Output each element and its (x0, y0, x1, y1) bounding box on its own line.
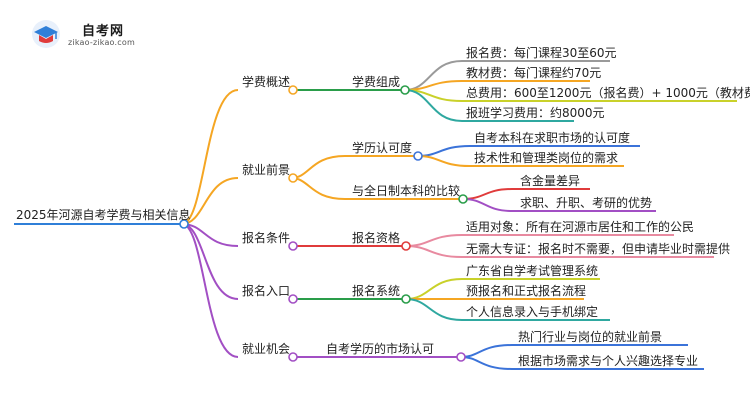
b3-node-dot (288, 241, 298, 251)
leaf-fee-registration[interactable]: 报名费：每门课程30至60元 (466, 45, 617, 60)
labels: 2025年河源自考学费与相关信息 学费概述 就业前景 报名条件 报名入口 就业机… (16, 45, 750, 368)
leaf-req-diploma[interactable]: 无需大专证：报名时不需要，但申请毕业时需提供 (466, 241, 730, 256)
leaf-recognition-demand[interactable]: 技术性和管理类岗位的需求 (474, 150, 618, 165)
leaf-recognition-market[interactable]: 自考本科在求职市场的认可度 (474, 130, 630, 145)
node-fee-composition[interactable]: 学费组成 (352, 74, 400, 89)
branch-label-employment-outlook[interactable]: 就业前景 (242, 162, 290, 177)
branch-label-fee-overview[interactable]: 学费概述 (242, 74, 290, 89)
connector-cmp-leaf2 (462, 198, 656, 212)
leaf-fee-class[interactable]: 报班学习费用：约8000元 (466, 105, 605, 120)
connector-root-b2 (181, 177, 239, 225)
connector-req-leaf2 (405, 245, 714, 258)
b5-node-dot (288, 352, 298, 362)
connector-study-leaf2 (417, 155, 624, 167)
req-node-dot (401, 241, 411, 251)
connectors (14, 60, 737, 370)
leaf-sys-binding[interactable]: 个人信息录入与手机绑定 (466, 304, 598, 319)
root-label[interactable]: 2025年河源自考学费与相关信息 (16, 207, 191, 222)
node-fulltime-compare[interactable]: 与全日制本科的比较 (352, 183, 460, 198)
leaf-fee-textbook[interactable]: 教材费：每门课程约70元 (466, 65, 601, 80)
branch-label-requirements[interactable]: 报名条件 (242, 230, 290, 245)
node-market-recognition[interactable]: 自考学历的市场认可 (326, 341, 434, 356)
mkt-node-dot (456, 352, 466, 362)
leaf-sys-process[interactable]: 预报名和正式报名流程 (466, 283, 586, 298)
graduation-cap-logo-icon (32, 20, 60, 48)
study-node-dot (413, 151, 423, 161)
leaf-compare-advantage[interactable]: 求职、升职、考研的优势 (520, 195, 652, 210)
connector-root-b1 (181, 89, 239, 225)
connector-b2-c1 (290, 155, 415, 179)
connector-fee-leaf4 (404, 89, 574, 122)
logo-url: zikao-zikao.com (68, 38, 135, 47)
connector-root-b4 (181, 223, 239, 300)
logo-title: 自考网 (82, 24, 125, 39)
node-eligibility[interactable]: 报名资格 (352, 230, 400, 245)
leaf-fee-total[interactable]: 总费用：600至1200元（报名费）+ 1000元（教材费） (466, 85, 750, 100)
root-node-dot (179, 219, 189, 229)
node-reg-system[interactable]: 报名系统 (352, 283, 400, 298)
branch-label-opportunities[interactable]: 就业机会 (242, 342, 290, 356)
b2-node-dot (288, 173, 298, 183)
connector-sys-leaf3 (405, 298, 610, 321)
connector-root-b5 (181, 223, 239, 358)
fee-node-dot (400, 85, 410, 95)
leaf-req-target[interactable]: 适用对象：所有在河源市居住和工作的公民 (466, 219, 694, 234)
node-dots (179, 85, 468, 362)
leaf-mkt-major[interactable]: 根据市场需求与个人兴趣选择专业 (518, 353, 698, 368)
b1-node-dot (288, 85, 298, 95)
leaf-compare-value[interactable]: 含金量差异 (520, 173, 580, 188)
leaf-mkt-industries[interactable]: 热门行业与岗位的就业前景 (518, 329, 662, 344)
b4-node-dot (288, 294, 298, 304)
node-degree-recognition[interactable]: 学历认可度 (352, 140, 412, 155)
sys-node-dot (401, 294, 411, 304)
site-logo[interactable]: 自考网 zikao-zikao.com (30, 18, 150, 52)
branch-label-entry[interactable]: 报名入口 (242, 283, 290, 298)
leaf-sys-provincial[interactable]: 广东省自学考试管理系统 (466, 263, 598, 278)
connector-mkt-leaf2 (460, 356, 704, 370)
compare-node-dot (458, 194, 468, 204)
